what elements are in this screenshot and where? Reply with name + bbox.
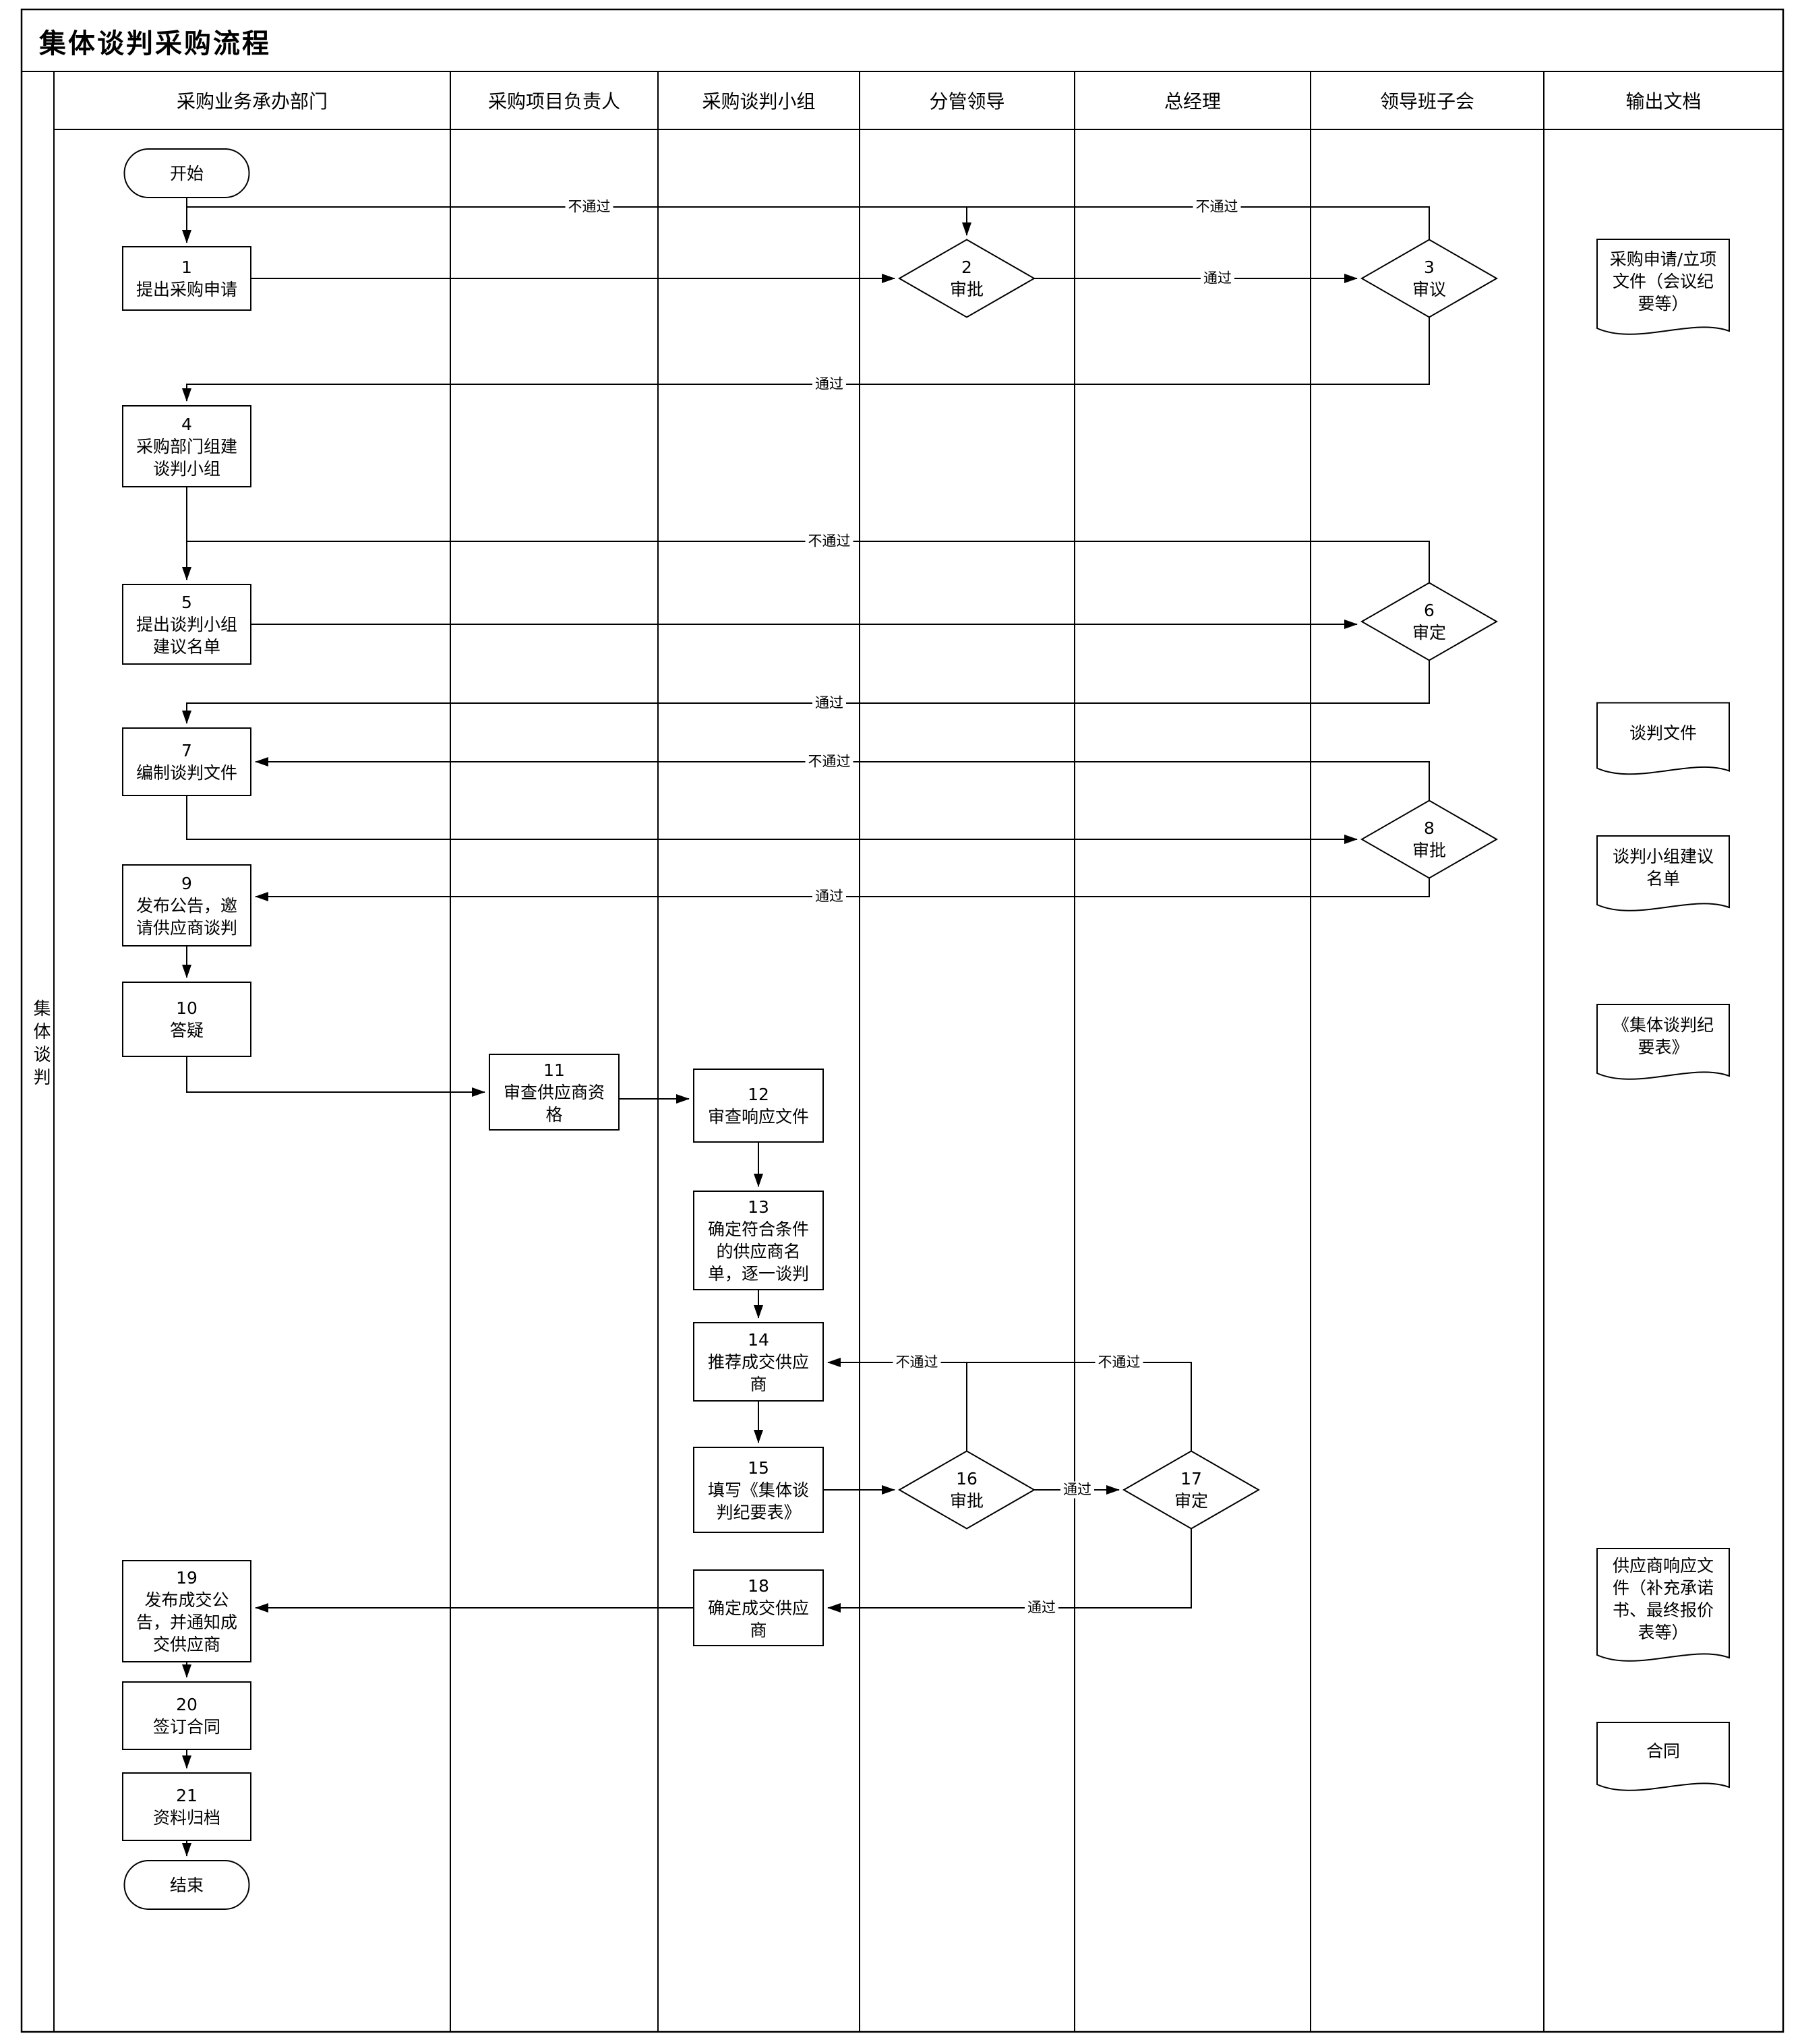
node-label-step-21: 21 资料归档 <box>152 1786 220 1828</box>
node-label-step-13: 13 确定符合条件 的供应商名 单，逐一谈判 <box>707 1197 809 1284</box>
node-label-step-12: 12 审查响应文件 <box>707 1085 809 1126</box>
edge-label-5: 通过 <box>812 694 846 712</box>
stadium-shape-end <box>123 1860 250 1910</box>
node-label-step-19: 19 发布成交公 告，并通知成 交供应商 <box>136 1568 237 1654</box>
outer-frame <box>20 8 1784 2033</box>
document-shape-doc-1 <box>1596 239 1730 335</box>
lane-header-3: 分管领导 <box>929 90 1005 113</box>
decision-shape-step-3 <box>1360 239 1499 318</box>
flow-connector-23 <box>827 1529 1192 1613</box>
lane-header-1: 采购项目负责人 <box>487 90 620 113</box>
node-label-doc-3: 谈判小组建议 名单 <box>1612 847 1714 889</box>
process-shape-step-7 <box>122 727 251 796</box>
node-label-step-10: 10 答疑 <box>169 998 204 1040</box>
decision-shape-step-16 <box>897 1450 1036 1530</box>
flow-connector-14 <box>186 1056 485 1097</box>
decision-shape-step-6 <box>1360 582 1499 661</box>
node-label-step-18: 18 确定成交供应 商 <box>707 1575 809 1640</box>
lane-header-0: 采购业务承办部门 <box>176 90 328 113</box>
flow-connector-9 <box>182 661 1430 724</box>
flow-connector-12 <box>255 878 1430 901</box>
lane-header-4: 总经理 <box>1164 90 1221 113</box>
decision-shape-step-17 <box>1122 1450 1261 1530</box>
node-label-step-6: 6 审定 <box>1412 601 1446 642</box>
process-shape-step-11 <box>489 1054 620 1131</box>
flow-connector-11 <box>186 795 1358 844</box>
edge-label-10: 通过 <box>1060 1481 1094 1499</box>
flow-connector-10 <box>255 757 1430 800</box>
process-shape-step-12 <box>693 1069 824 1143</box>
edge-label-4: 不通过 <box>805 533 853 550</box>
edge-label-11: 通过 <box>1025 1599 1058 1617</box>
flow-connector-21 <box>827 1358 967 1451</box>
phase-side-label: 集体谈判 <box>30 999 51 1091</box>
node-label-doc-1: 采购申请/立项 文件（会议纪 要等） <box>1609 249 1717 313</box>
process-shape-step-20 <box>122 1681 251 1750</box>
node-label-step-2: 2 审批 <box>949 258 984 299</box>
document-shape-doc-3 <box>1596 835 1730 911</box>
node-label-step-1: 1 提出采购申请 <box>136 258 237 299</box>
edge-label-2: 通过 <box>1201 270 1234 287</box>
node-label-step-11: 11 审查供应商资 格 <box>503 1060 605 1124</box>
process-shape-step-15 <box>693 1447 824 1533</box>
node-label-step-15: 15 填写《集体谈 判纪要表》 <box>707 1457 809 1522</box>
node-label-step-17: 17 审定 <box>1174 1469 1208 1511</box>
stadium-shape-start <box>123 148 250 198</box>
node-label-step-7: 7 编制谈判文件 <box>136 741 237 783</box>
node-label-start: 开始 <box>169 163 204 183</box>
process-shape-step-9 <box>122 864 251 946</box>
document-shape-doc-2 <box>1596 702 1730 775</box>
process-shape-step-5 <box>122 584 251 665</box>
flow-connector-5 <box>182 318 1430 402</box>
lane-header-2: 采购谈判小组 <box>702 90 816 113</box>
node-label-end: 结束 <box>169 1875 204 1895</box>
process-shape-step-14 <box>693 1322 824 1402</box>
edge-label-6: 不通过 <box>805 753 853 771</box>
node-label-step-20: 20 签订合同 <box>152 1695 220 1737</box>
edge-label-1: 不通过 <box>565 198 613 216</box>
lane-header-5: 领导班子会 <box>1379 90 1474 113</box>
process-shape-step-19 <box>122 1560 251 1662</box>
node-label-step-14: 14 推荐成交供应 商 <box>707 1329 809 1394</box>
node-label-step-16: 16 审批 <box>949 1469 984 1511</box>
node-label-step-8: 8 审批 <box>1412 818 1446 860</box>
process-shape-step-10 <box>122 982 251 1057</box>
node-label-step-3: 3 审议 <box>1412 258 1446 299</box>
process-shape-step-4 <box>122 405 251 487</box>
document-shape-doc-4 <box>1596 1004 1730 1080</box>
document-shape-doc-6 <box>1596 1722 1730 1791</box>
node-label-doc-6: 合同 <box>1646 1741 1680 1761</box>
flow-connector-22 <box>967 1362 1192 1451</box>
edge-label-9: 不通过 <box>1095 1354 1143 1371</box>
decision-shape-step-8 <box>1360 800 1499 879</box>
edge-label-0: 不通过 <box>1193 198 1241 216</box>
node-label-doc-2: 谈判文件 <box>1629 723 1697 743</box>
flow-connector-1 <box>186 206 1430 240</box>
lane-header-6: 输出文档 <box>1625 90 1702 113</box>
process-shape-step-18 <box>693 1569 824 1646</box>
edge-label-3: 通过 <box>812 375 846 393</box>
process-shape-step-13 <box>693 1191 824 1290</box>
node-label-doc-5: 供应商响应文 件（补充承诺 书、最终报价 表等） <box>1612 1556 1714 1642</box>
node-label-step-5: 5 提出谈判小组 建议名单 <box>136 592 237 657</box>
node-label-step-4: 4 采购部门组建 谈判小组 <box>136 414 237 479</box>
document-shape-doc-5 <box>1596 1548 1730 1662</box>
node-label-step-9: 9 发布公告，邀 请供应商谈判 <box>136 873 237 938</box>
edge-label-8: 不通过 <box>893 1354 941 1371</box>
process-shape-step-1 <box>122 246 251 311</box>
process-shape-step-21 <box>122 1772 251 1841</box>
decision-shape-step-2 <box>897 239 1036 318</box>
page-title: 集体谈判采购流程 <box>39 28 271 59</box>
edge-label-7: 通过 <box>812 888 846 905</box>
node-label-doc-4: 《集体谈判纪 要表》 <box>1612 1015 1714 1057</box>
